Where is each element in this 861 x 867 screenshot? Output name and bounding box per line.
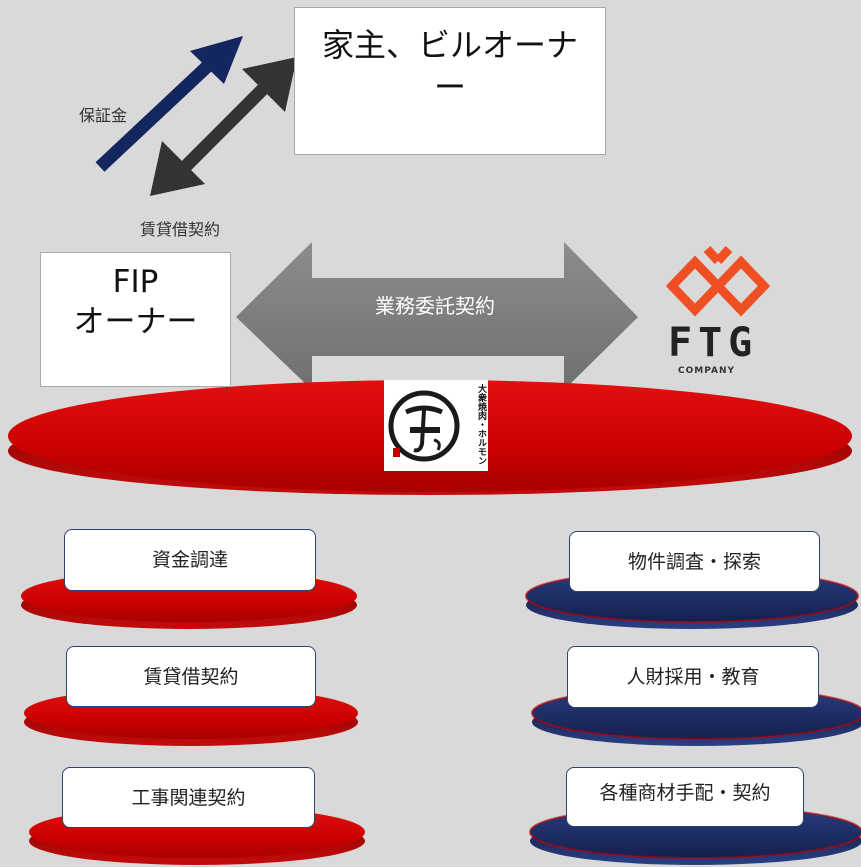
lease-top-label: 賃貸借契約 bbox=[140, 220, 221, 239]
deposit-label: 保証金 bbox=[79, 106, 128, 125]
task-label: 賃貸借契約 bbox=[143, 665, 239, 688]
ftg-brand-text: FTG bbox=[668, 320, 759, 366]
task-fundraising: 資金調達 bbox=[64, 529, 316, 591]
task-label: 工事関連契約 bbox=[131, 786, 246, 809]
task-property-survey: 物件調査・探索 bbox=[569, 531, 820, 592]
deposit-arrow bbox=[95, 36, 243, 172]
ftg-logo-mark-icon bbox=[665, 245, 771, 317]
lease-double-arrow bbox=[150, 57, 297, 196]
landlord-label: 家主、ビルオーナー bbox=[321, 26, 578, 106]
task-label: 資金調達 bbox=[151, 549, 228, 571]
fip-label: FIP bbox=[112, 264, 159, 300]
ftg-company-text: COMPANY bbox=[678, 366, 735, 376]
contract-arrow-label: 業務委託契約 bbox=[375, 294, 495, 318]
task-recruitment-training: 人財採用・教育 bbox=[567, 646, 819, 708]
task-label: 物件調査・探索 bbox=[627, 550, 761, 573]
landlord-box: 家主、ビルオーナー bbox=[294, 7, 606, 155]
fip-owner-box: FIP オーナー bbox=[40, 252, 231, 387]
task-materials-procurement: 各種商材手配・契約 bbox=[566, 767, 804, 827]
shop-logo-emblem-icon bbox=[388, 390, 460, 462]
task-lease-contract: 賃貸借契約 bbox=[66, 646, 316, 707]
shop-logo-text: 大衆焼肉・ホルモン bbox=[476, 384, 486, 465]
task-label: 人財採用・教育 bbox=[626, 666, 760, 688]
owner-label: オーナー bbox=[73, 304, 198, 340]
task-label: 各種商材手配・契約 bbox=[599, 782, 771, 804]
contract-double-arrow bbox=[236, 242, 638, 390]
shop-logo: 大衆焼肉・ホルモン bbox=[384, 380, 488, 471]
task-construction-contract: 工事関連契約 bbox=[62, 767, 315, 828]
